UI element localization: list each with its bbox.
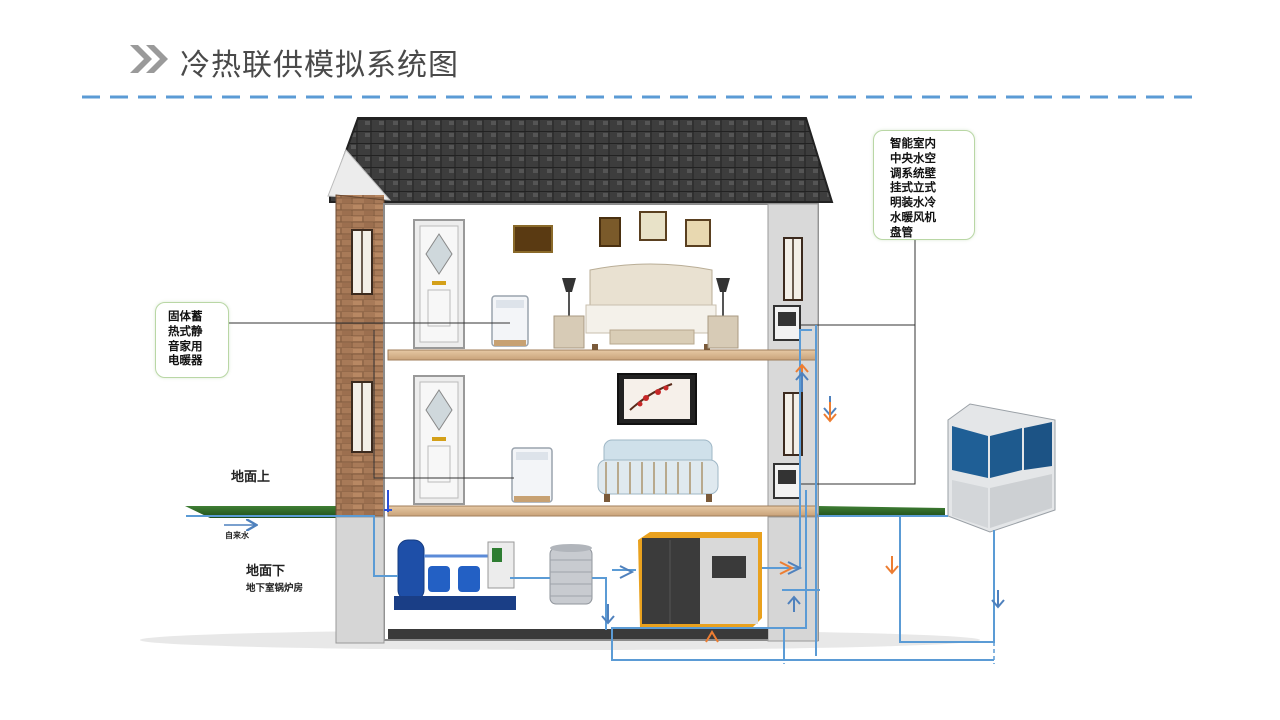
callout-line: 盘管 xyxy=(890,224,913,239)
electric-heater xyxy=(511,447,553,503)
side-window-lower xyxy=(351,381,373,453)
callout-line: 固体蓄 xyxy=(168,309,203,323)
nightstand-right xyxy=(707,278,739,349)
fan-coil-unit xyxy=(773,463,801,499)
fan-coil-unit xyxy=(773,305,801,341)
roof xyxy=(327,117,834,203)
door-lower xyxy=(413,375,465,505)
label-below-ground: 地面下 xyxy=(246,564,286,579)
callout-line: 调系统壁 xyxy=(890,165,936,180)
leader-line-room-unit xyxy=(800,238,916,485)
callout-heater: 固体蓄 热式静 音家用 电暖器 xyxy=(155,302,229,378)
water-pipes xyxy=(186,325,995,661)
right-window-upper xyxy=(783,237,803,301)
door-upper xyxy=(413,219,465,349)
callout-line: 水暖风机 xyxy=(890,209,936,224)
picture-frame xyxy=(513,225,553,253)
basement-right-wall xyxy=(767,516,819,642)
outdoor-heat-pump-unit xyxy=(947,403,1056,533)
nightstand-left xyxy=(553,278,585,349)
callout-line: 明装水冷 xyxy=(890,195,936,210)
callout-line: 电暖器 xyxy=(168,353,203,368)
water-tank xyxy=(549,544,593,605)
picture-frame xyxy=(639,211,667,241)
floor-1 xyxy=(387,505,817,517)
basement-left-wall xyxy=(335,516,385,644)
grass-right xyxy=(818,506,945,517)
label-boiler-room: 地下室锅炉房 xyxy=(246,583,304,594)
right-window-lower xyxy=(783,392,803,456)
callout-line: 挂式立式 xyxy=(890,180,936,195)
picture-frame xyxy=(599,217,621,247)
floor-2 xyxy=(387,349,817,361)
boiler-unit xyxy=(638,532,762,628)
callout-room-unit: 智能室内 中央水空 调系统壁 挂式立式 明装水冷 水暖风机 盘管 xyxy=(873,130,975,240)
basement-floor xyxy=(388,629,768,639)
plum-blossom-painting xyxy=(617,373,697,425)
double-chevron-icon xyxy=(130,45,168,73)
electric-heater xyxy=(491,295,529,347)
bed xyxy=(585,263,717,350)
label-above-ground: 地面上 xyxy=(231,470,271,485)
callout-line: 热式静 xyxy=(168,323,203,338)
callout-line: 智能室内 xyxy=(890,136,936,150)
side-window-upper xyxy=(351,229,373,295)
sofa xyxy=(597,439,719,502)
page-title: 冷热联供模拟系统图 xyxy=(180,48,459,83)
callout-line: 音家用 xyxy=(168,338,203,353)
leader-line-heater xyxy=(223,322,514,479)
label-tap-water: 自来水 xyxy=(225,531,249,540)
picture-frame xyxy=(685,219,711,247)
callout-line: 中央水空 xyxy=(890,150,936,165)
dashed-pipe xyxy=(783,516,995,664)
pump-station xyxy=(394,539,516,610)
flow-arrows xyxy=(384,363,1005,643)
